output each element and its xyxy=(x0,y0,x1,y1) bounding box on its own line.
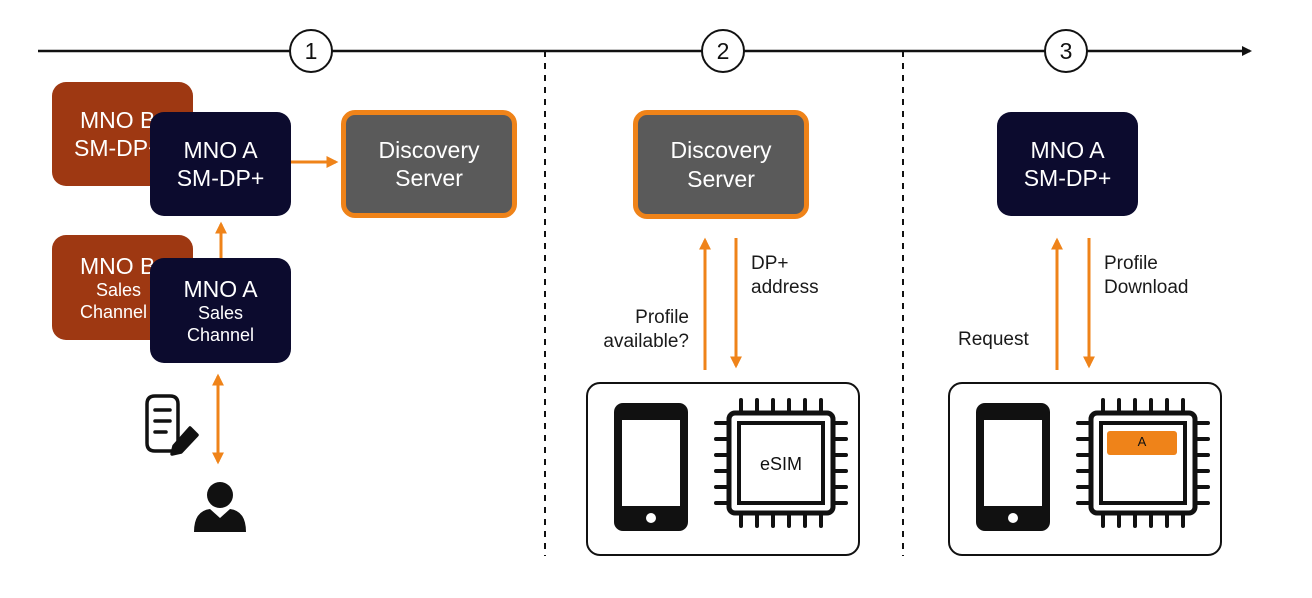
mno-a-smdp-line1: MNO A xyxy=(1030,136,1105,163)
mno-b-sales-line3: Channel xyxy=(80,301,148,322)
request-line: Request xyxy=(958,329,1029,350)
profile-available-line1: Profile xyxy=(635,307,689,328)
mno-a-sales-line2: Sales xyxy=(197,302,244,323)
dp-address-label: DP+ address xyxy=(751,252,819,300)
step-2-marker: 2 xyxy=(701,29,745,73)
mno-a-sales-box: MNO A Sales Channel xyxy=(150,258,291,363)
smartphone-icon xyxy=(976,403,1050,531)
profile-slot xyxy=(1107,431,1177,455)
mno-a-sales-line3: Channel xyxy=(186,324,255,345)
esim-label: eSIM xyxy=(760,454,803,474)
mno-a-smdp-line2: SM-DP+ xyxy=(176,165,265,191)
profile-download-line1: Profile xyxy=(1104,253,1158,274)
mno-a-smdp-line2: SM-DP+ xyxy=(1023,165,1112,191)
profile-download-line2: Download xyxy=(1104,276,1189,298)
profile-available-label: Profile available? xyxy=(582,306,689,354)
step-1-marker: 1 xyxy=(289,29,333,73)
smartphone-icon xyxy=(614,403,688,531)
request-label: Request xyxy=(958,328,1029,352)
mno-b-smdp-line1: MNO B xyxy=(80,106,156,133)
dp-address-line1: DP+ xyxy=(751,253,789,274)
dp-address-line2: address xyxy=(751,276,819,298)
mno-a-sales-line1: MNO A xyxy=(183,275,258,302)
contract-document-icon xyxy=(145,394,199,456)
mno-a-smdp-line1: MNO A xyxy=(183,136,258,163)
profile-available-line2: available? xyxy=(603,330,689,352)
step-2-number: 2 xyxy=(716,37,730,64)
profile-slot-label: A xyxy=(1137,434,1147,449)
step-1-number: 1 xyxy=(304,37,318,64)
mno-b-sales-line1: MNO B xyxy=(80,252,156,279)
discovery-server-box-step2: Discovery Server xyxy=(633,110,809,219)
mno-a-smdp-box-step3: MNO A SM-DP+ xyxy=(997,112,1138,216)
user-icon xyxy=(194,482,246,532)
discovery-line2: Server xyxy=(687,165,755,192)
profile-download-label: Profile Download xyxy=(1104,252,1189,300)
mno-a-smdp-box: MNO A SM-DP+ xyxy=(150,112,291,216)
esim-chip-icon xyxy=(1076,398,1210,528)
step-3-marker: 3 xyxy=(1044,29,1088,73)
mno-b-sales-line2: Sales xyxy=(96,279,142,300)
esim-chip-icon xyxy=(714,398,848,528)
discovery-line1: Discovery xyxy=(378,136,480,163)
mno-b-smdp-line2: SM-DP+ xyxy=(74,135,162,161)
step-3-number: 3 xyxy=(1059,37,1073,64)
discovery-line2: Server xyxy=(395,165,463,191)
discovery-line1: Discovery xyxy=(670,137,772,164)
discovery-server-box-step1: Discovery Server xyxy=(341,110,517,218)
